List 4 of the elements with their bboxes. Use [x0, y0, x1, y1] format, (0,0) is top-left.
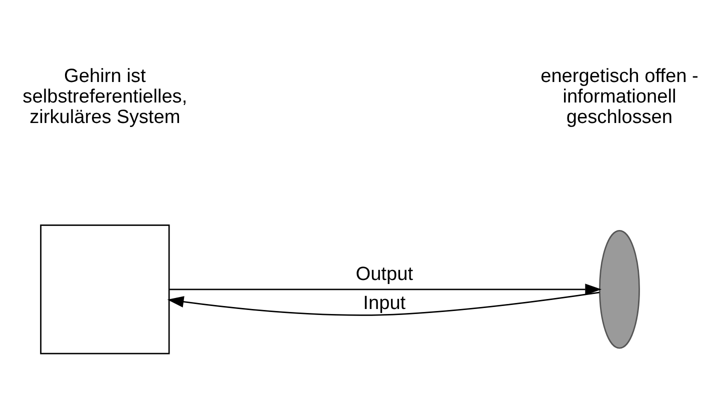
label: Gehirn ist selbstreferentielles, zirkuläres System [22, 66, 188, 128]
label: energetisch offen - informationell geschlossen [540, 66, 698, 128]
edge-label: Input [363, 292, 406, 314]
edge-label: Output [356, 264, 414, 285]
